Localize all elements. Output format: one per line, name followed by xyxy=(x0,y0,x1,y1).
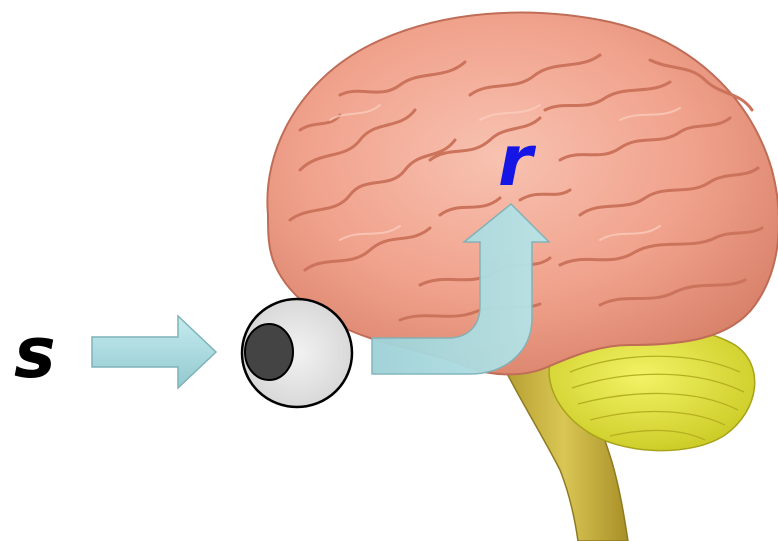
stimulus-label: s xyxy=(14,318,56,388)
eye-icon xyxy=(242,299,352,407)
right-arrow-icon xyxy=(92,316,216,388)
response-label: r xyxy=(498,126,533,196)
eye-pupil xyxy=(245,324,293,380)
